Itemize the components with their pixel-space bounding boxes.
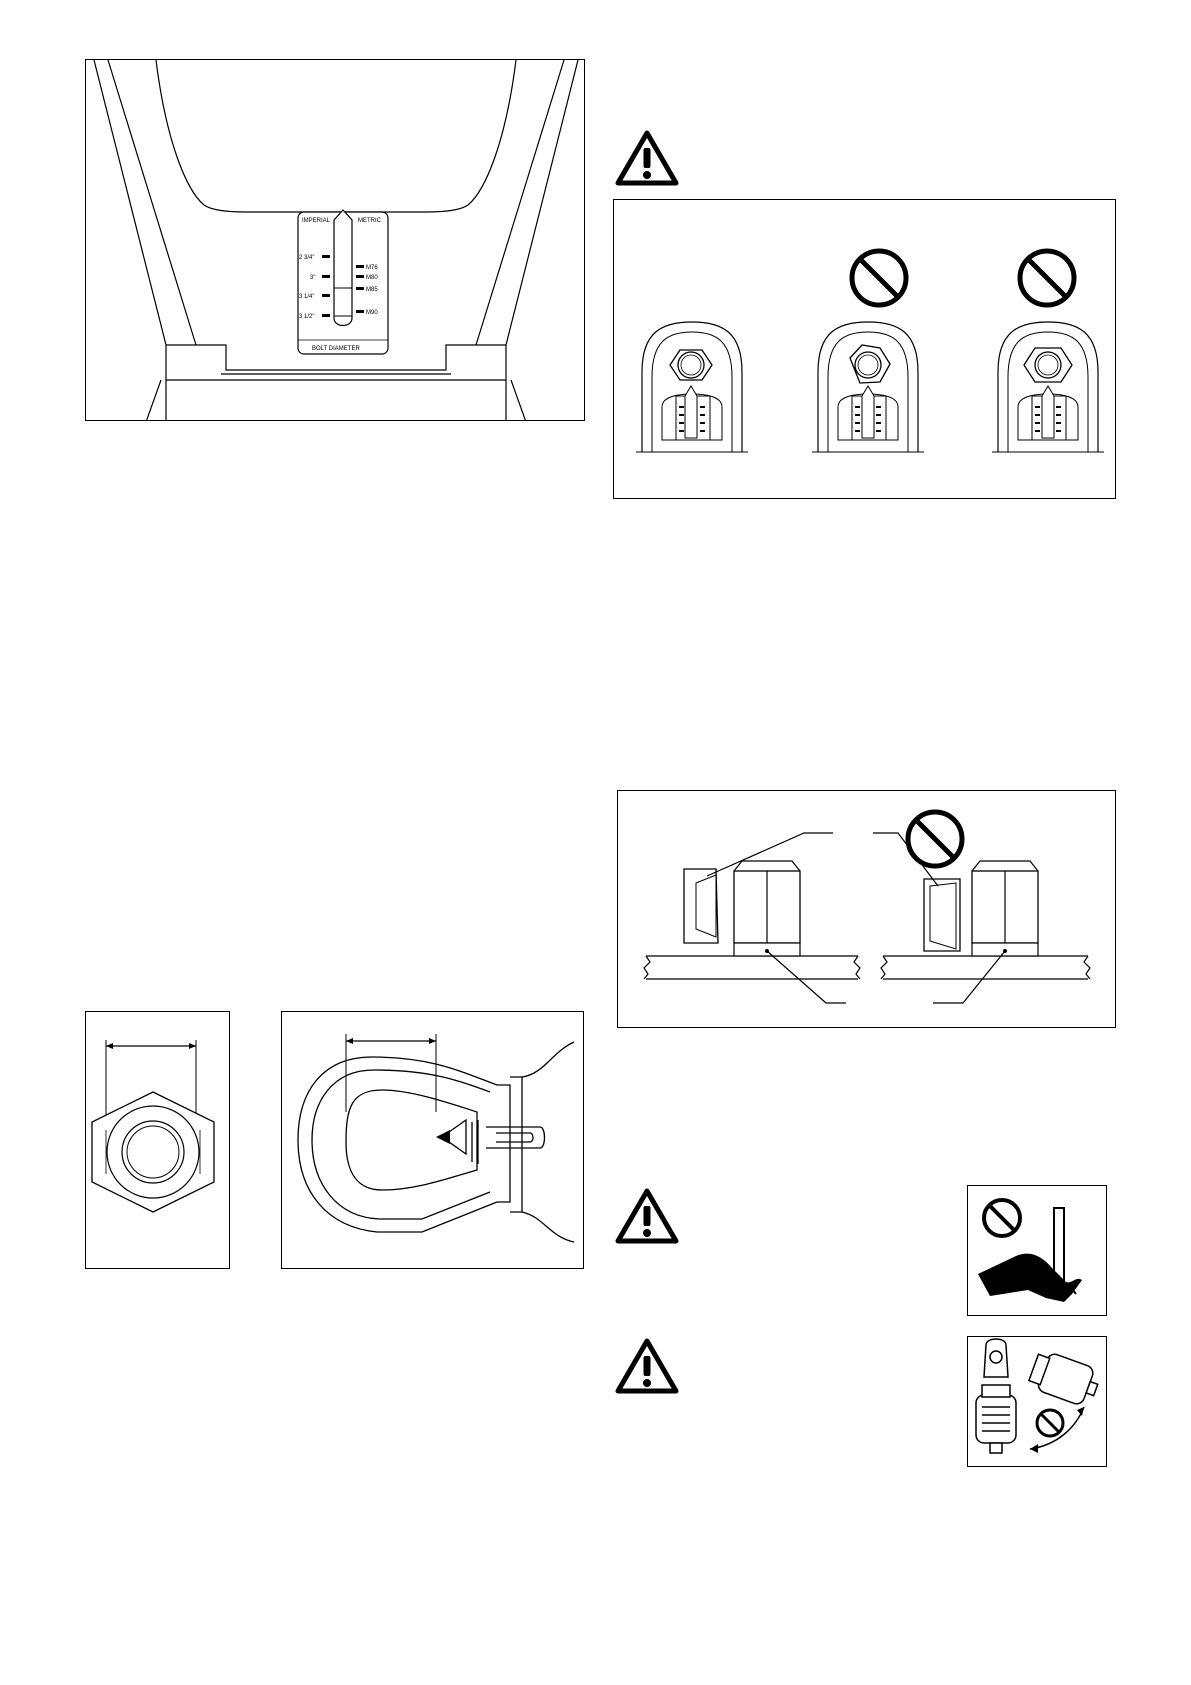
scale-mark xyxy=(356,310,364,313)
reaction-placement-drawing xyxy=(618,791,1116,1028)
warning-triangle-icon xyxy=(615,1188,679,1244)
scale-mark xyxy=(322,255,330,258)
gauge-fit-correct xyxy=(636,322,748,452)
scale-mark xyxy=(322,294,330,297)
nut-measure-figure xyxy=(85,1011,230,1269)
scale-mark xyxy=(322,314,330,317)
scale-caption: BOLT DIAMETER xyxy=(312,346,360,352)
warning-triangle-icon xyxy=(615,130,679,186)
imperial-size: 2 3/4" xyxy=(299,255,314,261)
warning-triangle-icon xyxy=(615,1338,679,1394)
metric-heading: METRIC xyxy=(358,218,382,224)
metric-size: M85 xyxy=(366,287,378,293)
scale-mark xyxy=(322,275,330,278)
scale-mark xyxy=(356,275,364,278)
imperial-size: 3 1/4" xyxy=(299,294,314,300)
reaction-wrong xyxy=(873,812,1038,1003)
gauge-fit-figure xyxy=(613,199,1116,499)
metric-size: M80 xyxy=(366,275,378,281)
tool-swing-icon xyxy=(967,1336,1107,1467)
hand-crush-icon xyxy=(967,1185,1107,1316)
reaction-correct xyxy=(684,833,846,1003)
prohibited-icon xyxy=(1020,251,1074,305)
gauge-fit-wrong-rotated xyxy=(812,251,924,452)
prohibited-icon xyxy=(852,251,906,305)
nut-measure-drawing xyxy=(86,1012,230,1269)
bolt-gauge-figure: IMPERIAL METRIC 2 3/4" 3" 3 1/4" 3 1/2" … xyxy=(85,59,585,421)
imperial-size: 3 1/2" xyxy=(299,314,314,320)
scale-mark xyxy=(356,287,364,290)
imperial-heading: IMPERIAL xyxy=(302,218,331,224)
reaction-placement-figure xyxy=(617,790,1116,1028)
imperial-size: 3" xyxy=(310,275,315,281)
scale-mark xyxy=(356,265,364,268)
bolt-gauge-drawing: IMPERIAL METRIC 2 3/4" 3" 3 1/4" 3 1/2" … xyxy=(86,60,585,421)
metric-size: M76 xyxy=(366,265,378,271)
ring-measure-figure xyxy=(281,1011,584,1269)
gauge-fit-drawing xyxy=(614,200,1116,499)
ring-measure-drawing xyxy=(282,1012,584,1269)
metric-size: M90 xyxy=(366,310,378,316)
gauge-fit-wrong-size xyxy=(992,251,1104,452)
